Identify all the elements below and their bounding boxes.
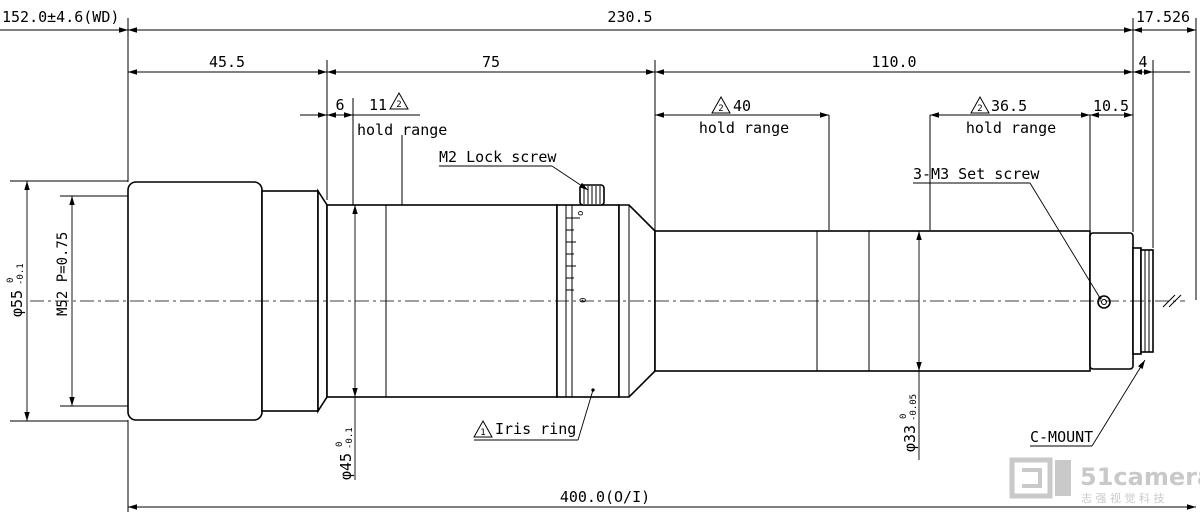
total-front-label: 230.5 <box>607 8 652 26</box>
hold3-val: 36.5 <box>991 97 1027 115</box>
dia-rear-group: φ33 0 -0.05 <box>899 394 919 452</box>
iris-scale-zero: 0 <box>579 298 589 303</box>
dia-mid-tol-dn: -0.1 <box>345 427 355 449</box>
hold3-note: 2 <box>977 104 982 114</box>
hold2-val: 40 <box>733 97 751 115</box>
leader-iris-arrow <box>577 388 595 441</box>
iris-ring-label: Iris ring <box>495 420 576 438</box>
dia-mid-tol-up: 0 <box>335 442 345 447</box>
dia-mid: φ45 <box>337 453 355 480</box>
hold1-a-label: 6 <box>335 96 344 114</box>
iris-note: 1 <box>480 428 485 438</box>
set-screw-label: 3-M3 Set screw <box>913 165 1040 183</box>
lock-screw-label: M2 Lock screw <box>439 148 557 166</box>
hold2-note: 2 <box>718 104 723 114</box>
dia-front-tol-up: 0 <box>6 278 16 283</box>
note-triangle-icon: 2 <box>389 91 409 110</box>
hold1-b-label: 11 <box>369 96 387 114</box>
seg-mount-label: 4 <box>1138 53 1147 71</box>
hold3-text: hold range <box>966 119 1056 137</box>
dia-front-group: φ55 0 -0.1 <box>6 263 26 317</box>
vertical-dimensions <box>24 181 922 480</box>
leader-cmount-arrow <box>1091 359 1146 447</box>
note-triangle-icon: 2 <box>970 95 990 114</box>
top-dimensions <box>0 27 1196 118</box>
seg-rear-label: 110.0 <box>871 53 916 71</box>
leader-lock-arrow <box>551 165 589 191</box>
hold2-text: hold range <box>699 119 789 137</box>
dia-rear-tol-up: 0 <box>899 414 909 419</box>
leader-set-arrow <box>1029 182 1102 300</box>
thread-label: M52 P=0.75 <box>55 232 71 316</box>
hold1-text: hold range <box>357 121 447 139</box>
back-focus-label: 17.526 <box>1136 8 1190 26</box>
dia-mid-group: φ45 0 -0.1 <box>335 427 355 480</box>
iris-scale-top: o <box>576 211 586 216</box>
hold1-note: 2 <box>396 100 401 110</box>
thread-group: M52 P=0.75 <box>55 232 71 316</box>
lock-screw-icon <box>579 184 605 206</box>
dia-front: φ55 <box>8 290 26 317</box>
oi-label: 400.0(O/I) <box>560 488 650 506</box>
watermark-logo: 51camera 志 强 视 觉 科 技 <box>1009 457 1200 505</box>
dia-rear-tol-dn: -0.05 <box>909 394 919 421</box>
dia-front-tol-dn: -0.1 <box>16 263 26 285</box>
iris-scale: o 0 <box>566 211 589 303</box>
watermark-sub: 志 强 视 觉 科 技 <box>1081 491 1164 505</box>
dia-rear: φ33 <box>901 425 919 452</box>
hold3-right: 10.5 <box>1093 97 1129 115</box>
wd-label: 152.0±4.6(WD) <box>2 8 119 26</box>
seg-middle-label: 75 <box>482 53 500 71</box>
break-icon <box>1162 294 1182 308</box>
watermark-brand: 51camera <box>1080 463 1200 491</box>
note-triangle-icon: 2 <box>711 95 731 114</box>
seg-front-label: 45.5 <box>209 53 245 71</box>
extension-lines <box>10 18 1197 512</box>
c-mount-label: C-MOUNT <box>1030 428 1093 446</box>
note-triangle-icon: 1 <box>473 419 493 438</box>
